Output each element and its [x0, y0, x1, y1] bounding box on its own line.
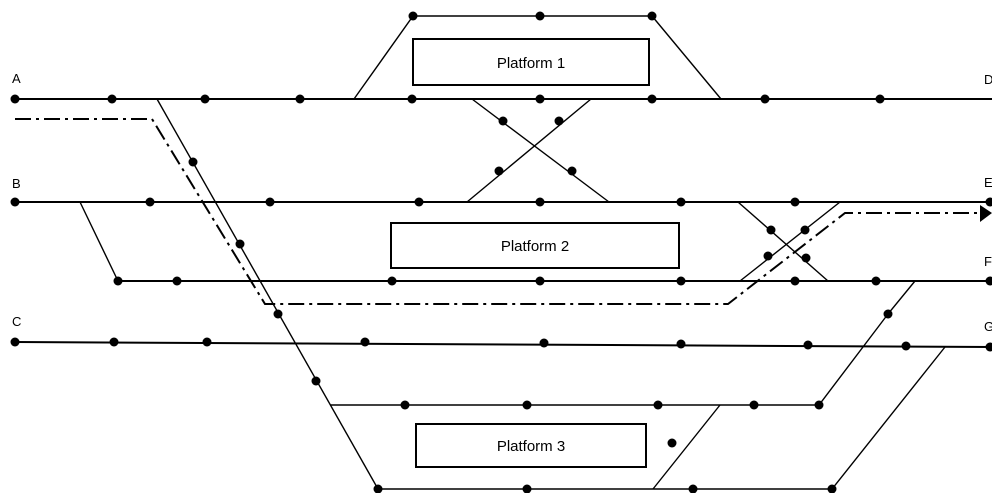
- track-node: [414, 197, 424, 207]
- track-nodes: [10, 11, 992, 493]
- track-node: [883, 309, 893, 319]
- platform-2-box: [390, 222, 680, 269]
- platform-1-label: Platform 1: [497, 55, 565, 72]
- track-node: [749, 400, 759, 410]
- track-node: [827, 484, 837, 493]
- platform-2-label: Platform 2: [501, 238, 569, 255]
- track-node: [145, 197, 155, 207]
- track-node: [235, 239, 245, 249]
- track-node: [871, 276, 881, 286]
- track-node: [800, 225, 810, 235]
- track-node: [265, 197, 275, 207]
- track-node: [535, 11, 545, 21]
- track-node: [763, 251, 773, 261]
- track-node: [567, 166, 577, 176]
- track-node: [387, 276, 397, 286]
- line-label-b: B: [12, 176, 21, 191]
- track-node: [273, 309, 283, 319]
- track-node: [400, 400, 410, 410]
- track-node: [801, 253, 811, 263]
- track-node: [647, 94, 657, 104]
- track-node: [676, 276, 686, 286]
- track-node: [172, 276, 182, 286]
- crossover-b-to-a-up: [466, 98, 592, 203]
- track-node: [875, 94, 885, 104]
- track-node: [676, 339, 686, 349]
- middle-loop-track: [330, 280, 916, 406]
- platform-3-label: Platform 3: [497, 438, 565, 455]
- track-node: [647, 11, 657, 21]
- route-dash-dot: [15, 118, 980, 305]
- platform-1-box: [412, 38, 650, 86]
- link-middle-to-bottom: [652, 404, 721, 490]
- track-node: [653, 400, 663, 410]
- track-node: [985, 342, 992, 352]
- line-label-f: F: [984, 254, 992, 269]
- track-node: [814, 400, 824, 410]
- track-node: [498, 116, 508, 126]
- track-node: [535, 197, 545, 207]
- platform-1-loop-track: [353, 15, 722, 100]
- track-node: [766, 225, 776, 235]
- track-node: [522, 484, 532, 493]
- line-label-a: A: [12, 71, 21, 86]
- track-node: [188, 157, 198, 167]
- track-node: [295, 94, 305, 104]
- track-node: [901, 341, 911, 351]
- crossover-f-to-e-up: [739, 201, 841, 282]
- line-label-e: E: [984, 175, 992, 190]
- line-label-g: G: [984, 319, 992, 334]
- track-node: [10, 197, 20, 207]
- track-node: [10, 94, 20, 104]
- line-label-d: D: [984, 72, 992, 87]
- track-node: [311, 376, 321, 386]
- track-node: [407, 94, 417, 104]
- track-node: [554, 116, 564, 126]
- track-node: [985, 197, 992, 207]
- diagonal-a-to-bottom: [156, 98, 379, 490]
- track-node: [539, 338, 549, 348]
- track-node: [676, 197, 686, 207]
- crossover-e-to-f-down: [737, 201, 829, 282]
- track-node: [10, 337, 20, 347]
- track-node: [107, 94, 117, 104]
- track-node: [494, 166, 504, 176]
- track-node: [688, 484, 698, 493]
- track-node: [113, 276, 123, 286]
- track-node: [109, 337, 119, 347]
- track-line-c-g: [14, 341, 992, 348]
- track-node: [522, 400, 532, 410]
- line-label-c: C: [12, 314, 21, 329]
- track-node: [667, 438, 677, 448]
- route-arrow-icon: [980, 205, 992, 222]
- track-node: [373, 484, 383, 493]
- branch-b-to-f: [79, 201, 119, 282]
- track-node: [760, 94, 770, 104]
- track-node: [202, 337, 212, 347]
- track-node: [360, 337, 370, 347]
- track-node: [535, 276, 545, 286]
- track-node: [985, 276, 992, 286]
- track-node: [200, 94, 210, 104]
- track-node: [790, 276, 800, 286]
- track-node: [408, 11, 418, 21]
- track-node: [535, 94, 545, 104]
- crossover-a-to-b-down: [471, 98, 610, 203]
- track-node: [803, 340, 813, 350]
- platform-3-box: [415, 423, 647, 468]
- track-node: [790, 197, 800, 207]
